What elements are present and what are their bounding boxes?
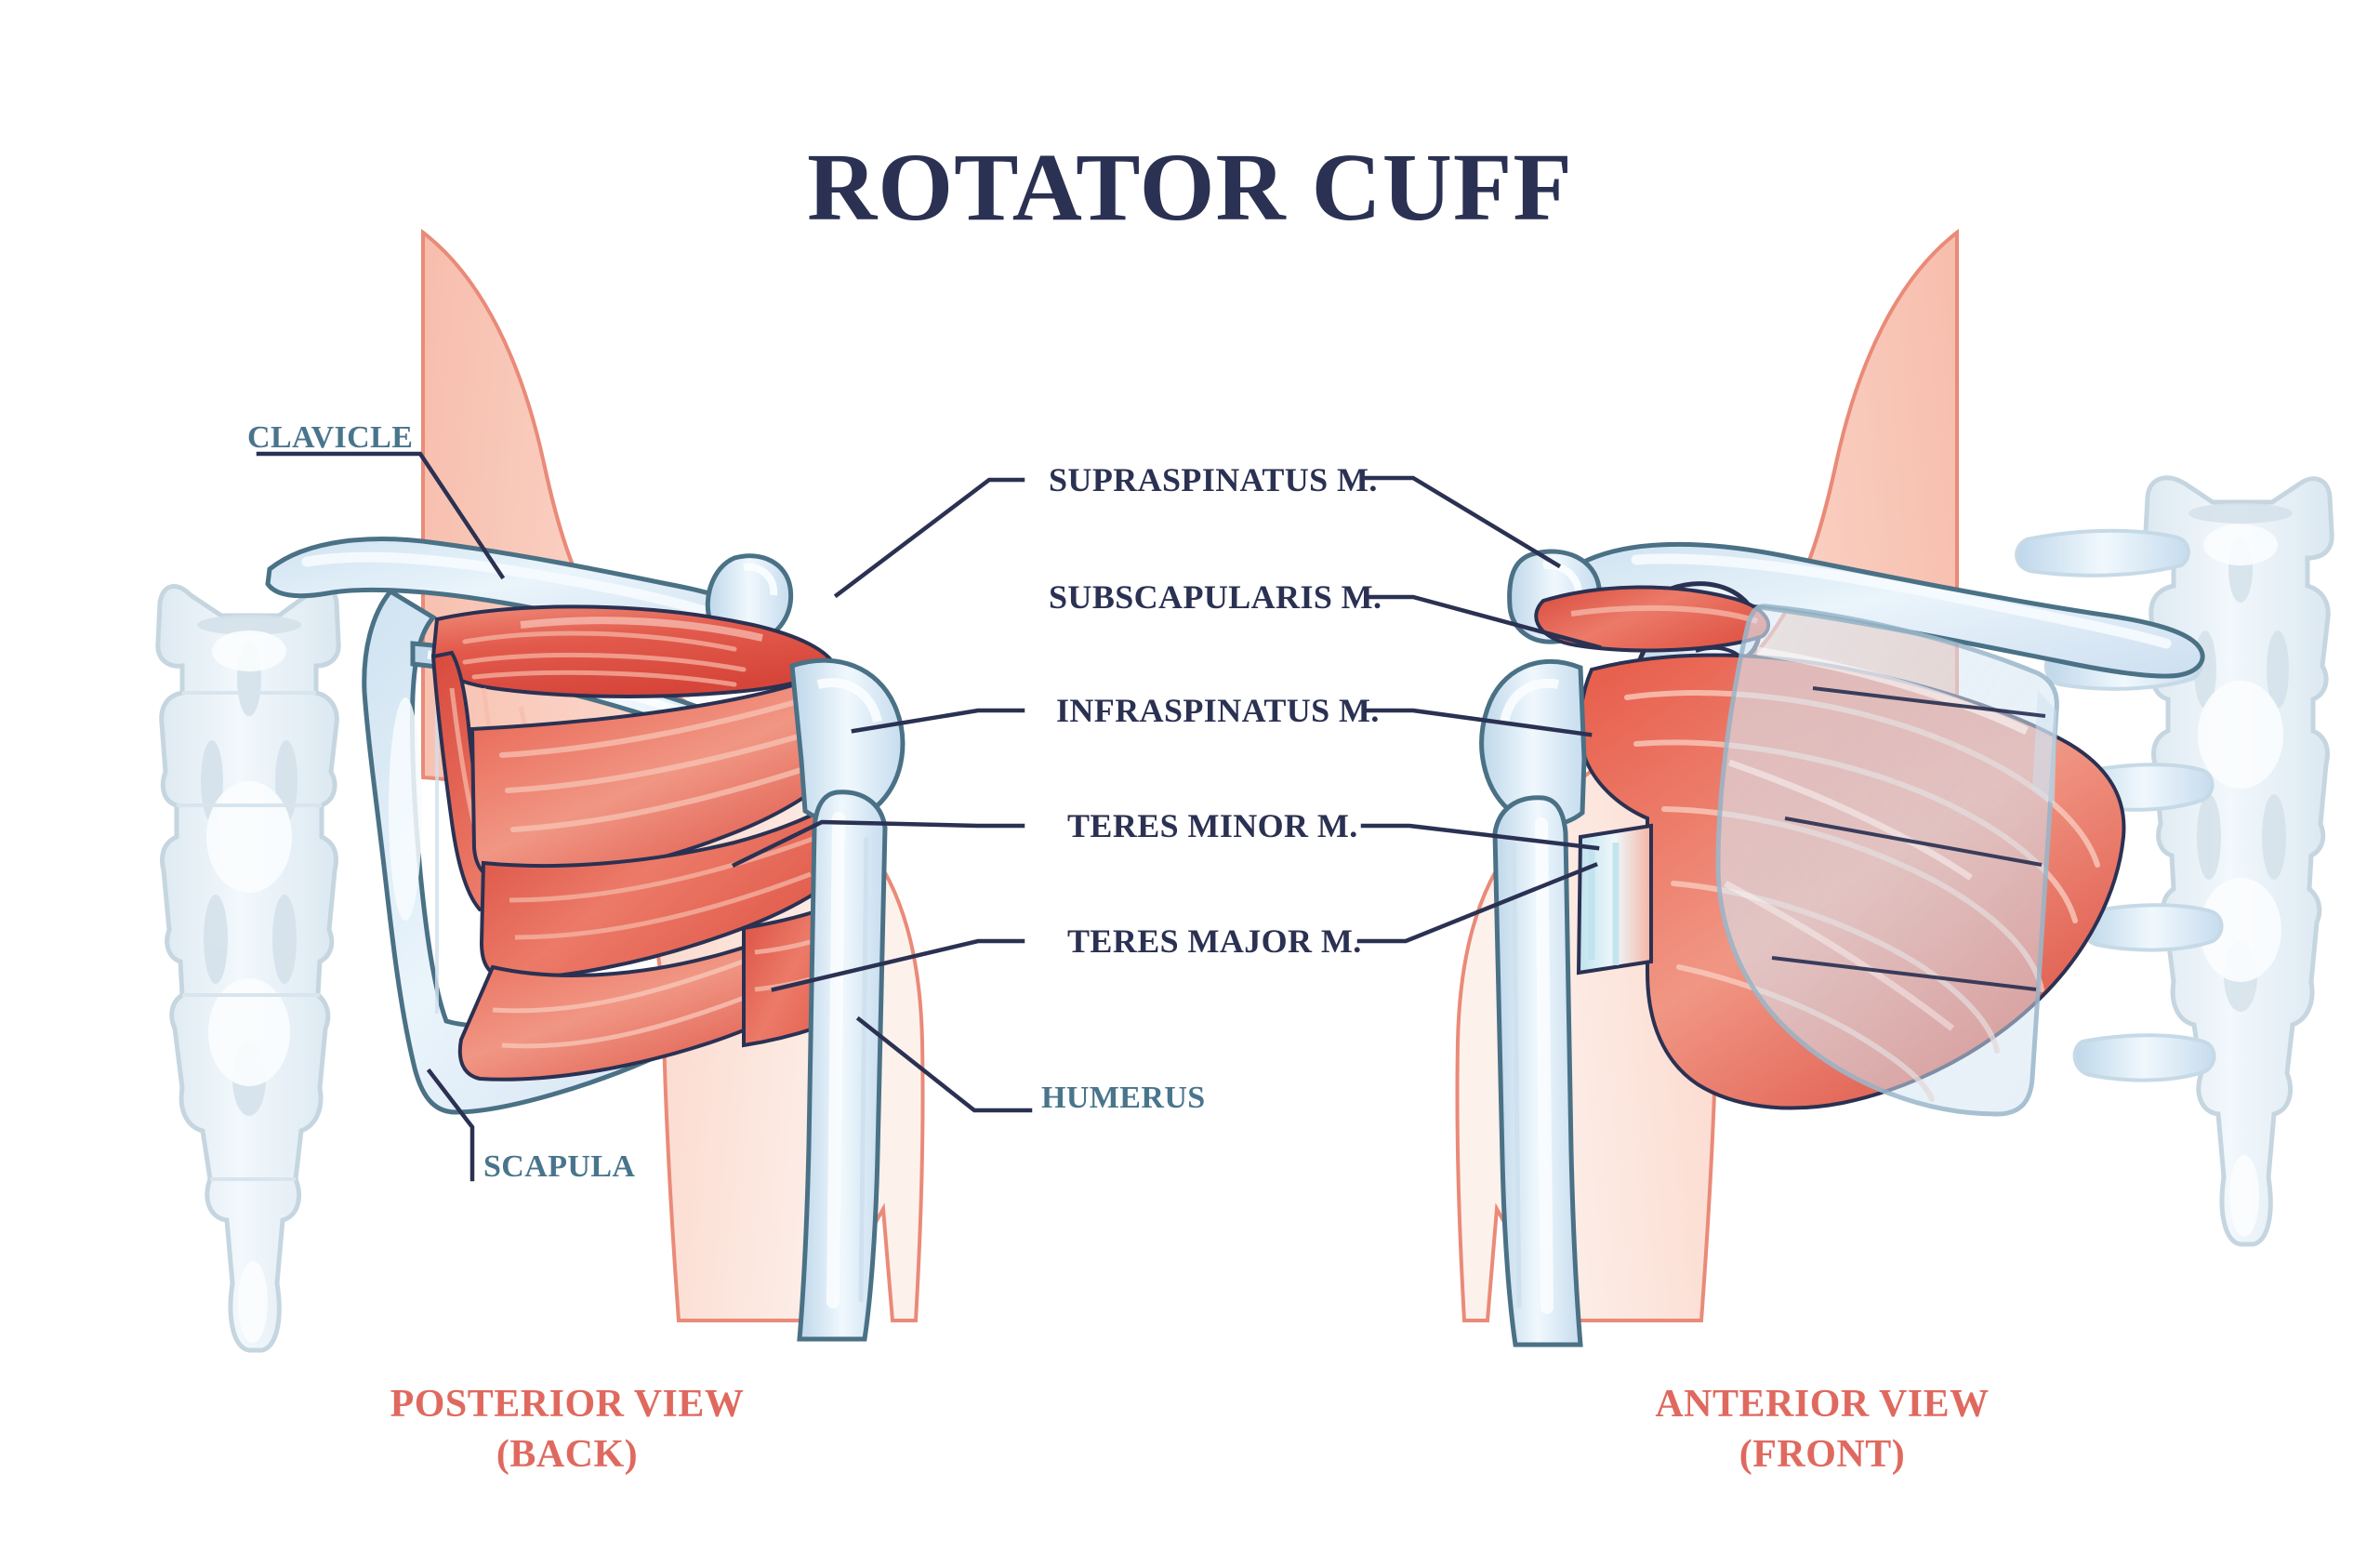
label-clavicle: CLAVICLE: [247, 420, 414, 455]
label-scapula: SCAPULA: [483, 1149, 636, 1184]
leader-supraspinatus-right: [1364, 475, 1562, 569]
label-supraspinatus: SUPRASPINATUS M.: [1049, 461, 1378, 498]
leader-supraspinatus-left: [833, 477, 1025, 599]
leader-teres-major-right: [1356, 862, 1598, 944]
posterior-spine: [155, 583, 341, 1353]
leader-scapula: [426, 1068, 475, 1182]
label-subscapularis: SUBSCAPULARIS M.: [1049, 578, 1382, 616]
anterior-view-illustration: [1455, 228, 2334, 1347]
leader-subscapularis-right: [1364, 594, 1602, 650]
leader-teres-minor-left: [731, 819, 1025, 869]
leader-clavicle: [256, 451, 506, 580]
label-infraspinatus: INFRASPINATUS M.: [1056, 692, 1380, 729]
label-teres-minor: TERES MINOR M.: [1067, 807, 1358, 844]
leader-humerus: [855, 1015, 1033, 1113]
anterior-humerus: [1479, 658, 1587, 1347]
caption-posterior-view: POSTERIOR VIEW (BACK): [390, 1383, 745, 1476]
leader-infraspinatus-left: [851, 708, 1025, 734]
anterior-subscapularis-tendon: [1576, 823, 1653, 975]
leader-teres-minor-right: [1360, 823, 1600, 851]
leader-teres-major-left: [771, 938, 1025, 992]
leader-infraspinatus-right: [1364, 708, 1593, 737]
anterior-scapula-ghost: [1715, 604, 2059, 1117]
posterior-view-illustration: [155, 228, 925, 1353]
posterior-humerus: [789, 657, 906, 1342]
caption-anterior-view: ANTERIOR VIEW (FRONT): [1655, 1383, 1990, 1476]
page-title: ROTATOR CUFF: [807, 134, 1573, 241]
label-teres-major: TERES MAJOR M.: [1067, 922, 1362, 960]
label-humerus: HUMERUS: [1041, 1081, 1206, 1115]
